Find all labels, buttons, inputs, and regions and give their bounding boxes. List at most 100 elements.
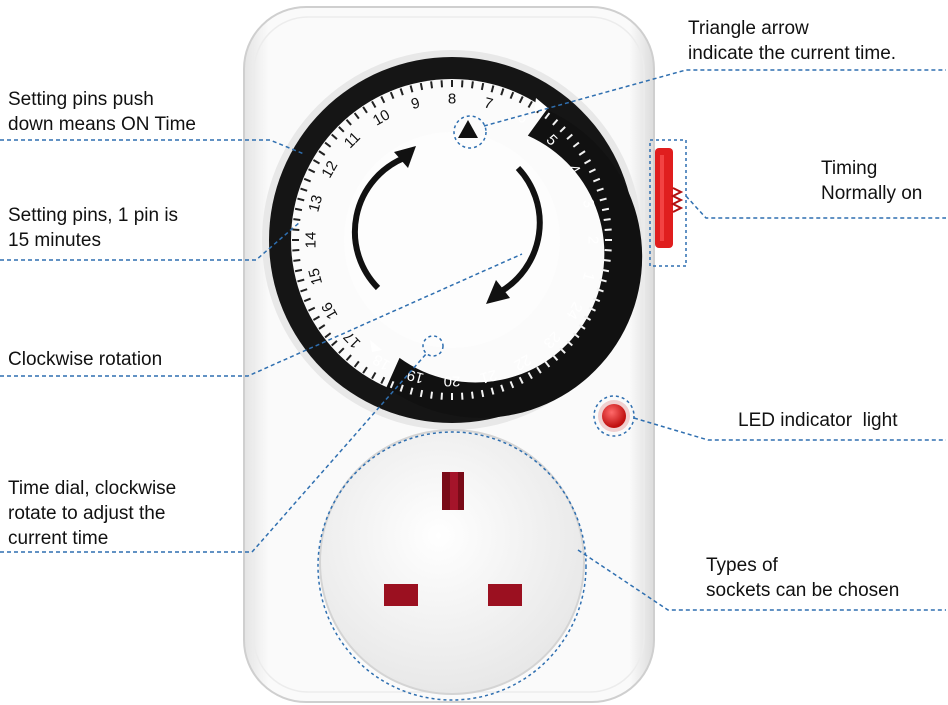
setting-pin[interactable]: [380, 96, 386, 104]
setting-pin[interactable]: [518, 376, 524, 384]
timing-switch-ridges-icon: [670, 187, 684, 213]
setting-pin[interactable]: [603, 258, 611, 262]
setting-pin[interactable]: [596, 288, 604, 293]
setting-pin[interactable]: [362, 106, 368, 114]
setting-pin[interactable]: [584, 315, 592, 321]
setting-pin[interactable]: [312, 315, 320, 321]
setting-pin[interactable]: [490, 85, 495, 93]
setting-pin[interactable]: [371, 372, 377, 380]
setting-pin[interactable]: [338, 126, 345, 133]
setting-pin[interactable]: [409, 85, 414, 93]
hour-number: 13: [305, 193, 326, 214]
setting-pin[interactable]: [599, 278, 607, 283]
setting-pin[interactable]: [362, 366, 368, 374]
setting-pin[interactable]: [430, 81, 434, 89]
setting-pin[interactable]: [353, 360, 360, 368]
label-line: Time dial, clockwise: [8, 478, 177, 499]
setting-pin[interactable]: [601, 207, 610, 212]
leader-line-sockets: [577, 549, 946, 611]
setting-pin[interactable]: [596, 187, 604, 192]
setting-pin[interactable]: [303, 177, 312, 183]
setting-pin[interactable]: [300, 288, 308, 293]
setting-pin[interactable]: [331, 133, 338, 140]
setting-pin[interactable]: [419, 82, 424, 91]
setting-pin[interactable]: [389, 380, 395, 389]
setting-pin[interactable]: [409, 387, 414, 395]
setting-pin[interactable]: [300, 187, 308, 192]
hour-number: 20: [444, 373, 461, 390]
setting-pin[interactable]: [544, 112, 551, 120]
setting-pin[interactable]: [303, 297, 312, 303]
setting-pin[interactable]: [293, 218, 301, 222]
setting-pin[interactable]: [572, 141, 580, 148]
setting-pin[interactable]: [509, 380, 515, 389]
setting-pin[interactable]: [518, 96, 524, 104]
setting-pin[interactable]: [544, 360, 551, 368]
label-setting-pins-15-minutes: Setting pins, 1 pin is 15 minutes: [8, 203, 178, 253]
setting-pin[interactable]: [399, 88, 404, 96]
setting-pin[interactable]: [588, 168, 596, 174]
setting-pin[interactable]: [500, 88, 505, 96]
setting-pin[interactable]: [389, 91, 395, 100]
setting-pin[interactable]: [318, 324, 326, 330]
setting-pin[interactable]: [419, 389, 424, 398]
setting-pin[interactable]: [566, 133, 573, 140]
setting-pin[interactable]: [599, 197, 607, 202]
setting-pin[interactable]: [490, 387, 495, 395]
setting-pin[interactable]: [470, 81, 474, 89]
setting-pin[interactable]: [592, 297, 601, 303]
setting-pin[interactable]: [312, 159, 320, 165]
dial-center-face: [344, 132, 560, 348]
setting-pin[interactable]: [380, 376, 386, 384]
setting-pin[interactable]: [297, 278, 305, 283]
setting-pin[interactable]: [552, 119, 559, 126]
setting-pin[interactable]: [572, 332, 580, 339]
setting-pin[interactable]: [584, 159, 592, 165]
hour-number: 22: [511, 351, 534, 374]
setting-pin[interactable]: [297, 197, 305, 202]
setting-pin[interactable]: [601, 268, 610, 273]
callout-circle-led: [593, 395, 635, 437]
setting-pin[interactable]: [480, 82, 485, 91]
setting-pin[interactable]: [371, 100, 377, 108]
setting-pin[interactable]: [566, 340, 573, 347]
setting-pin[interactable]: [592, 177, 601, 183]
setting-pin[interactable]: [345, 119, 352, 126]
setting-pins[interactable]: [292, 80, 612, 400]
setting-pin[interactable]: [500, 384, 505, 392]
setting-pin[interactable]: [588, 306, 596, 312]
setting-pin[interactable]: [578, 150, 586, 156]
setting-pin[interactable]: [603, 218, 611, 222]
setting-pin[interactable]: [430, 391, 434, 399]
setting-pin[interactable]: [308, 168, 316, 174]
setting-pin[interactable]: [345, 354, 352, 361]
setting-pin[interactable]: [536, 366, 542, 374]
hour-number: 10: [370, 106, 393, 129]
setting-pin[interactable]: [324, 332, 332, 339]
setting-pin[interactable]: [294, 207, 303, 212]
setting-pin[interactable]: [527, 372, 533, 380]
setting-pin[interactable]: [509, 91, 515, 100]
setting-pin[interactable]: [293, 258, 301, 262]
setting-pin[interactable]: [294, 268, 303, 273]
callout-circle-socket: [317, 431, 587, 701]
setting-pin[interactable]: [552, 354, 559, 361]
setting-pin[interactable]: [527, 100, 533, 108]
setting-pin[interactable]: [338, 347, 345, 354]
socket-face: [319, 429, 585, 695]
label-timing-normally-on: Timing Normally on: [821, 156, 922, 206]
setting-pin[interactable]: [353, 112, 360, 120]
setting-pin[interactable]: [399, 384, 404, 392]
setting-pin[interactable]: [308, 306, 316, 312]
setting-pin[interactable]: [578, 324, 586, 330]
label-line: Clockwise rotation: [8, 349, 163, 370]
setting-pin[interactable]: [318, 150, 326, 156]
setting-pin[interactable]: [559, 126, 566, 133]
setting-pin[interactable]: [470, 391, 474, 399]
label-setting-pins-push: Setting pins push down means ON Time: [8, 87, 196, 137]
setting-pin[interactable]: [559, 347, 566, 354]
hour-number: 2: [585, 236, 602, 244]
setting-pin[interactable]: [480, 389, 485, 398]
setting-pin[interactable]: [331, 340, 338, 347]
setting-pin[interactable]: [324, 141, 332, 148]
